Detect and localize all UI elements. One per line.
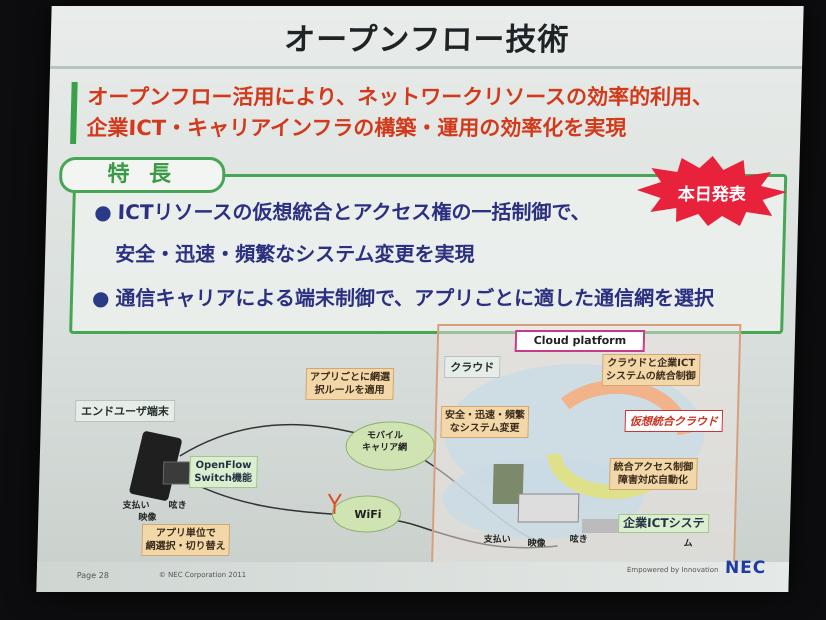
app-switch-2: 網選択・切り替え [145, 540, 225, 553]
access-control-1: 統合アクセス制御 [613, 461, 693, 474]
enterprise-ict-tail: ム [683, 536, 692, 549]
wifi-label: WiFi [354, 508, 382, 521]
mobile-1: モバイル [362, 430, 407, 442]
app-rule-label: アプリごとに網選 択ルールを適用 [305, 368, 394, 400]
mobile-2: キャリア網 [362, 442, 407, 454]
cloud-platform-label: Cloud platform [515, 330, 646, 352]
presentation-slide: オープンフロー技術 オープンフロー活用により、ネットワークリソースの効率的利用、… [36, 6, 803, 592]
cloud-label: クラウド [444, 356, 501, 378]
app-rule-1: アプリごとに網選 [310, 371, 390, 384]
safe-change-2: なシステム変更 [444, 422, 524, 435]
tweet-label-right: 呟き [570, 532, 588, 545]
page-number: Page 28 [77, 571, 109, 580]
enterprise-ict-label: 企業ICTシステ [618, 514, 710, 533]
payment-label-right: 支払い [484, 532, 511, 545]
copyright: © NEC Corporation 2011 [159, 571, 247, 579]
app-rule-2: 択ルールを適用 [309, 384, 389, 397]
app-switch-label: アプリ単位で 網選択・切り替え [141, 524, 230, 556]
cloud-enterprise-2: システムの統合制御 [606, 370, 696, 383]
openflow-switch-label: OpenFlow Switch機能 [189, 456, 258, 488]
access-control-2: 障害対応自動化 [613, 474, 693, 487]
enterprise-ict-text: 企業ICTシステ [623, 516, 705, 530]
video-label-left: 映像 [138, 510, 156, 523]
access-control-label: 統合アクセス制御 障害対応自動化 [609, 458, 697, 490]
virtual-cloud-label: 仮想統合クラウド [625, 410, 724, 432]
openflow-label-1: OpenFlow [194, 459, 252, 472]
mobile-carrier-label: モバイル キャリア網 [362, 430, 408, 454]
tagline: Empowered by Innovation [627, 566, 719, 574]
tweet-label-left: 呟き [168, 498, 186, 511]
app-switch-1: アプリ単位で [146, 527, 226, 540]
nec-logo: NEC [725, 558, 767, 578]
safe-change-1: 安全・迅速・頻繁 [445, 409, 525, 422]
cloud-enterprise-label: クラウドと企業ICT システムの統合制御 [602, 354, 701, 386]
video-label-right: 映像 [527, 536, 545, 549]
end-user-label: エンドユーザ端末 [75, 400, 175, 422]
cloud-enterprise-1: クラウドと企業ICT [606, 357, 696, 370]
openflow-label-2: Switch機能 [194, 472, 252, 485]
safe-change-label: 安全・迅速・頻繁 なシステム変更 [440, 406, 529, 438]
